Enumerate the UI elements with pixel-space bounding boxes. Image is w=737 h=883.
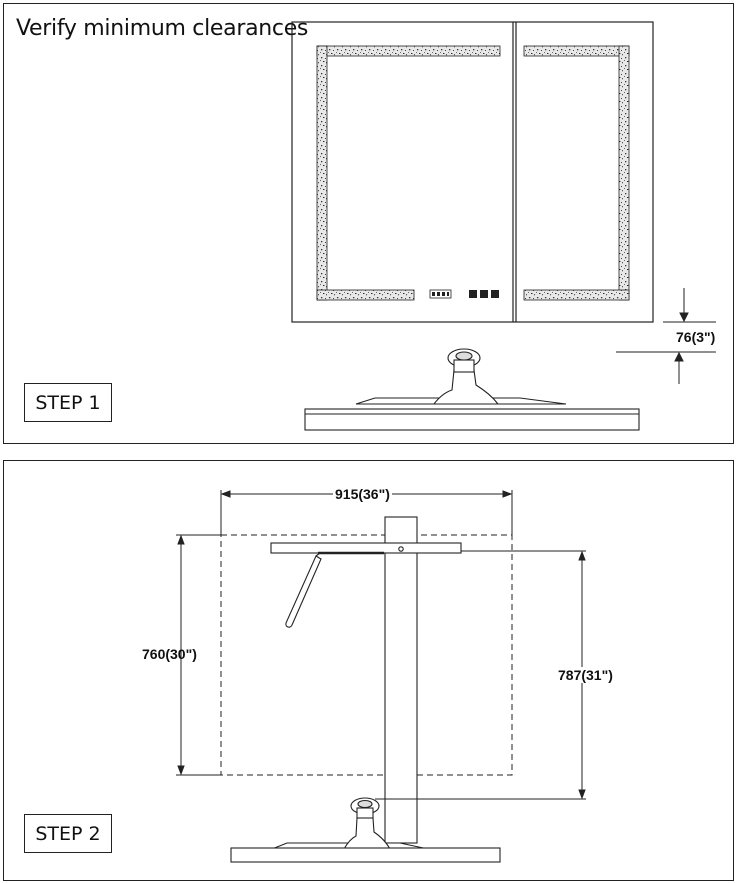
mirror-cabinet [291, 21, 654, 323]
wall-post [384, 516, 418, 844]
step1-panel [3, 3, 734, 444]
clearance-dimension-label: 76(3") [676, 329, 716, 345]
right-led-strip [523, 45, 630, 301]
mount-height-dimension-label: 787(31") [556, 667, 615, 683]
width-dimension-label: 915(36") [333, 486, 392, 502]
step2-panel [3, 460, 734, 881]
left-led-strip [316, 45, 501, 301]
faucet-icon [355, 348, 567, 405]
step2-label: STEP 2 [24, 814, 112, 853]
mounting-bracket [270, 542, 462, 555]
clearance-dimension-lines [616, 288, 716, 384]
countertop [230, 847, 501, 863]
pencil-icon [285, 552, 322, 628]
step1-label: STEP 1 [24, 383, 112, 422]
cabinet-outline-dashed [220, 534, 513, 776]
countertop [304, 408, 640, 431]
control-buttons-icon [469, 290, 499, 298]
height-dimension-label: 760(30") [142, 646, 197, 662]
step1-heading: Verify minimum clearances [16, 16, 309, 41]
height-dimension-lines [176, 534, 221, 776]
digital-display-icon [429, 289, 452, 299]
